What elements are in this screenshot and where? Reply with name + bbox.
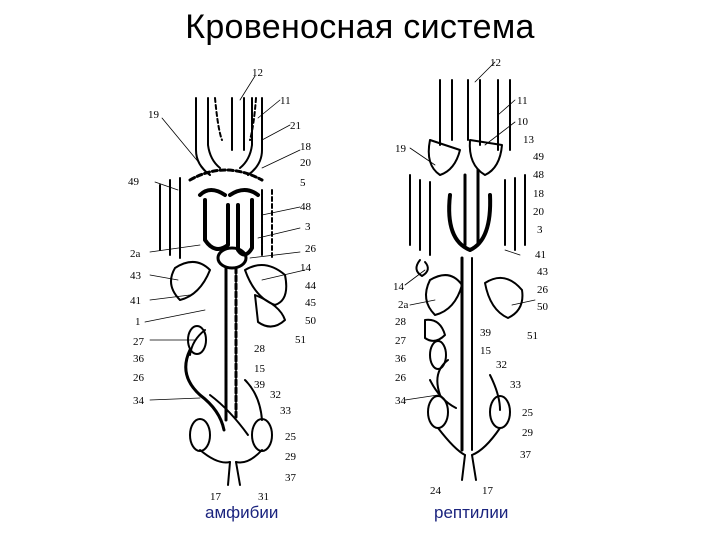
label-amph-48: 48 bbox=[300, 201, 312, 213]
label-rep-29: 29 bbox=[522, 427, 534, 439]
label-rep-20: 20 bbox=[533, 206, 545, 218]
label-rep-48: 48 bbox=[533, 169, 545, 181]
label-rep-11: 11 bbox=[517, 95, 528, 107]
label-amph-34: 34 bbox=[133, 395, 145, 407]
label-rep-12: 12 bbox=[490, 57, 501, 69]
label-rep-27: 27 bbox=[395, 335, 407, 347]
label-rep-49: 49 bbox=[533, 151, 545, 163]
label-amph-29: 29 bbox=[285, 451, 297, 463]
label-rep-34: 34 bbox=[395, 395, 407, 407]
label-rep-14: 14 bbox=[393, 281, 405, 293]
label-amph-26r: 26 bbox=[305, 243, 317, 255]
label-rep-51: 51 bbox=[527, 330, 538, 342]
label-amph-5: 5 bbox=[300, 177, 306, 189]
label-amph-27: 27 bbox=[133, 336, 145, 348]
amphibian-numbers: 12 11 21 18 20 5 48 3 26 14 44 45 50 51 … bbox=[128, 67, 317, 503]
label-amph-45: 45 bbox=[305, 297, 317, 309]
label-amph-12: 12 bbox=[252, 67, 263, 79]
label-rep-3: 3 bbox=[537, 224, 543, 236]
label-amph-28: 28 bbox=[254, 343, 266, 355]
label-amph-50: 50 bbox=[305, 315, 317, 327]
reptile-diagram bbox=[410, 80, 525, 480]
label-rep-41: 41 bbox=[535, 249, 546, 261]
label-rep-39: 39 bbox=[480, 327, 492, 339]
label-amph-14: 14 bbox=[300, 262, 312, 274]
label-rep-43: 43 bbox=[537, 266, 549, 278]
label-amph-43: 43 bbox=[130, 270, 142, 282]
label-amph-20: 20 bbox=[300, 157, 312, 169]
label-rep-28: 28 bbox=[395, 316, 407, 328]
amphibian-diagram bbox=[160, 98, 286, 485]
label-rep-50: 50 bbox=[537, 301, 549, 313]
label-amph-2a: 2a bbox=[130, 248, 141, 260]
label-rep-2a: 2a bbox=[398, 299, 409, 311]
label-amph-11: 11 bbox=[280, 95, 291, 107]
label-amph-49: 49 bbox=[128, 176, 140, 188]
label-rep-36: 36 bbox=[395, 353, 407, 365]
label-amph-15: 15 bbox=[254, 363, 266, 375]
label-amph-21: 21 bbox=[290, 120, 301, 132]
label-rep-37: 37 bbox=[520, 449, 532, 461]
label-amph-25: 25 bbox=[285, 431, 297, 443]
label-amph-36: 36 bbox=[133, 353, 145, 365]
label-amph-44: 44 bbox=[305, 280, 317, 292]
label-rep-15: 15 bbox=[480, 345, 492, 357]
label-rep-17: 17 bbox=[482, 485, 494, 497]
label-rep-33: 33 bbox=[510, 379, 522, 391]
label-amph-18: 18 bbox=[300, 141, 312, 153]
label-amph-51: 51 bbox=[295, 334, 306, 346]
label-rep-24: 24 bbox=[430, 485, 442, 497]
label-rep-25: 25 bbox=[522, 407, 534, 419]
label-amph-37: 37 bbox=[285, 472, 297, 484]
label-rep-19: 19 bbox=[395, 143, 407, 155]
label-amph-41: 41 bbox=[130, 295, 141, 307]
label-rep-32: 32 bbox=[496, 359, 507, 371]
label-amph-3: 3 bbox=[305, 221, 311, 233]
label-rep-10: 10 bbox=[517, 116, 529, 128]
label-amph-17: 17 bbox=[210, 491, 222, 503]
caption-reptiles: рептилии bbox=[434, 503, 508, 523]
label-amph-26l: 26 bbox=[133, 372, 145, 384]
label-amph-31: 31 bbox=[258, 491, 269, 503]
label-amph-39: 39 bbox=[254, 379, 266, 391]
label-rep-18: 18 bbox=[533, 188, 545, 200]
label-amph-1: 1 bbox=[135, 316, 141, 328]
label-rep-26l: 26 bbox=[395, 372, 407, 384]
label-rep-13: 13 bbox=[523, 134, 535, 146]
label-amph-32: 32 bbox=[270, 389, 281, 401]
caption-amphibians: амфибии bbox=[205, 503, 278, 523]
label-rep-26r: 26 bbox=[537, 284, 549, 296]
label-amph-19: 19 bbox=[148, 109, 160, 121]
label-amph-33: 33 bbox=[280, 405, 292, 417]
